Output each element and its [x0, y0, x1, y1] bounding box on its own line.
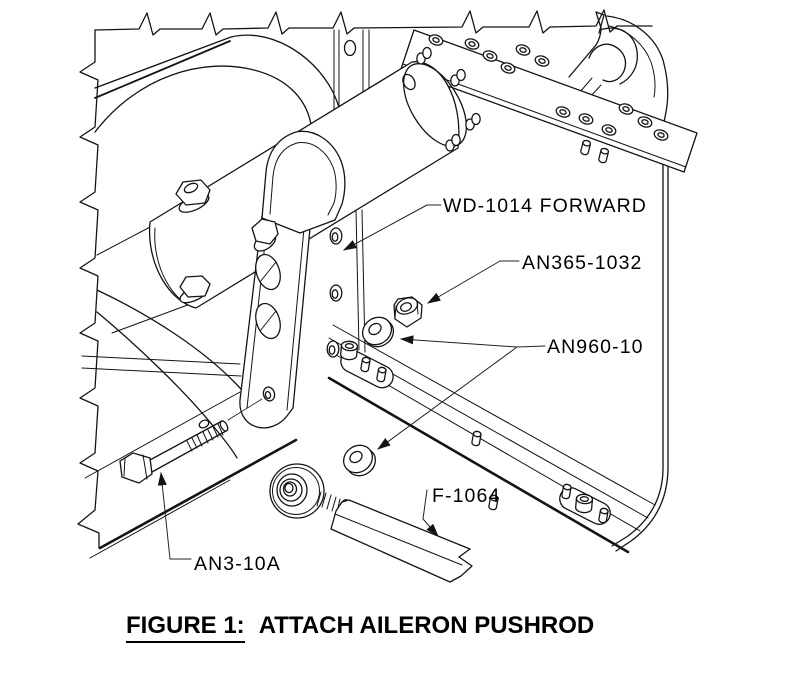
bracket-saddle [261, 130, 346, 234]
rod-end-threads [316, 491, 341, 513]
callout-label-wd1014: WD-1014 FORWARD [443, 195, 647, 217]
leader-an365 [427, 260, 520, 304]
panel-left-break-edge [77, 29, 100, 549]
leader-wd1014 [343, 204, 442, 251]
rivet-peg [579, 139, 592, 157]
an3-bolt-shank [149, 420, 227, 473]
panel-top-break-edge [94, 9, 653, 36]
callout-label-f1064: F-1064 [432, 485, 500, 507]
leader-an960-upper [399, 335, 546, 348]
horn-hook-slot [588, 43, 627, 83]
callout-labels: WD-1014 FORWARD AN365-1032 AN960-10 F-10… [194, 195, 647, 575]
callout-label-an365: AN365-1032 [522, 252, 643, 274]
leader-an3 [157, 471, 192, 560]
attach-hardware [269, 296, 473, 583]
nutplate-forward [339, 340, 394, 389]
panel-rivet-hole [343, 39, 357, 57]
bracket-bolt-hole [262, 386, 276, 402]
figure-caption-label: FIGURE 1: [126, 612, 245, 643]
an3-bolt [119, 398, 263, 484]
callout-label-an960: AN960-10 [547, 336, 644, 358]
leader-lines [157, 204, 546, 560]
tube-clamp-bolt-top [175, 179, 211, 213]
leader-an960-lower [377, 346, 518, 450]
an365-nut [393, 296, 423, 328]
rivet-flange-plate [400, 29, 698, 173]
cap-bolt-peg [465, 112, 481, 131]
figure-caption-title: ATTACH AILERON PUSHROD [258, 612, 595, 639]
tube-clamp-bolt-bottom [179, 275, 211, 304]
horn-break-line [595, 11, 605, 34]
leader-f1064 [422, 489, 439, 537]
panel-right-edge [611, 149, 669, 552]
airframe-panel [77, 9, 669, 552]
wd1014-bracket [239, 130, 346, 429]
rod-end-bearing [269, 463, 325, 519]
bellcrank-lower-sweep-2 [96, 311, 238, 459]
an3-bolt-threads [186, 423, 224, 452]
panel-stiffener-lines [333, 29, 370, 120]
an960-washer-upper [361, 316, 395, 348]
bracket-lightening-holes [255, 253, 281, 340]
figure-caption: FIGURE 1: ATTACH AILERON PUSHROD [126, 612, 595, 643]
left-rail-lines [81, 355, 242, 559]
bracket-side-bolt [251, 218, 279, 252]
an960-washer-lower [342, 444, 377, 477]
horn-hook [599, 27, 638, 85]
angle-rails [81, 324, 656, 559]
horn-outer-arc [606, 15, 669, 123]
rivet-peg [597, 147, 610, 165]
flange-plate [400, 29, 698, 173]
f1064-pushrod [330, 499, 473, 583]
bellcrank-lower-sweep [96, 289, 259, 410]
bellcrank-horn [568, 11, 669, 123]
figure1-technical-drawing: WD-1014 FORWARD AN365-1032 AN960-10 F-10… [77, 9, 698, 583]
nutplate-aft [559, 483, 611, 525]
callout-label-an3: AN3-10A [194, 553, 281, 575]
tube-cap-hole [402, 73, 416, 91]
rivet-peg [470, 430, 483, 447]
